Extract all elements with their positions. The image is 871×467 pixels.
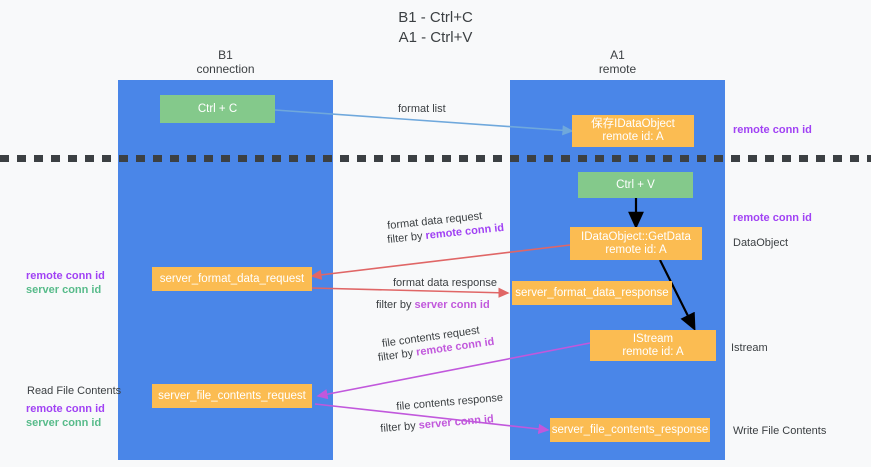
node-istream-line1: IStream [632,332,674,345]
node-server-format-data-response-label: server_format_data_response [515,286,669,299]
edge-label-format-data-response-filter-key: server conn id [414,299,490,311]
node-server-file-contents-response-label: server_file_contents_response [551,423,709,436]
node-idataobject-store-line2: remote id: A [602,131,664,143]
annotation-left-server-conn-id-1: server conn id [26,284,102,296]
edge-label-format-data-response: format data response [393,277,497,289]
annotation-right-top-remote-conn-id: remote conn id [733,124,812,136]
node-ctrl-v-label: Ctrl + V [616,178,655,191]
annotation-right-write-file-contents: Write File Contents [733,425,827,437]
diagram-title: B1 - Ctrl+C A1 - Ctrl+V [0,8,871,48]
node-idataobject-getdata-line2: remote id: A [605,243,667,256]
edge-label-format-data-request-filter-prefix: filter by [386,230,427,247]
edge-label-file-contents-request-filter-prefix: filter by [377,346,418,365]
column-header-b1: B1 connection [118,48,333,76]
title-line-2: A1 - Ctrl+V [398,29,473,46]
annotation-left-remote-conn-id-1: remote conn id [26,270,105,282]
annotation-left-read-file-contents: Read File Contents [27,385,122,397]
phase-separator-dashed-line [0,155,871,162]
node-server-format-data-response[interactable]: server_format_data_response [512,281,672,305]
column-header-a1-role: remote [598,62,637,76]
node-idataobject-store[interactable]: 保存IDataObject remote id: A [572,115,694,147]
edge-label-format-data-response-filter: filter by server conn id [376,298,490,312]
annotation-right-istream: Istream [731,342,768,354]
node-server-file-contents-response[interactable]: server_file_contents_response [550,418,710,442]
node-idataobject-getdata[interactable]: IDataObject::GetData remote id: A [570,227,702,260]
edge-label-file-contents-response-filter: filter by server conn id [380,412,495,436]
column-header-a1-name: A1 [610,48,625,62]
node-server-format-data-request-label: server_format_data_request [159,272,305,285]
edge-label-file-contents-response: file contents response [395,391,504,414]
edge-label-file-contents-response-filter-prefix: filter by [379,419,420,436]
column-header-b1-name: B1 [218,48,233,62]
node-istream-line2: remote id: A [622,345,684,358]
edge-label-format-data-response-filter-prefix: filter by [376,299,415,311]
annotation-left-remote-conn-id-2: remote conn id [26,403,105,415]
node-idataobject-getdata-line1: IDataObject::GetData [581,230,691,243]
title-line-1: B1 - Ctrl+C [398,9,473,26]
edge-label-format-list: format list [398,103,446,115]
node-ctrl-c-label: Ctrl + C [197,102,238,115]
node-server-file-contents-request-label: server_file_contents_request [158,389,306,402]
annotation-right-dataobject: DataObject [733,237,789,249]
node-server-file-contents-request[interactable]: server_file_contents_request [152,384,312,408]
annotation-left-server-conn-id-2: server conn id [26,417,102,429]
annotation-right-mid-remote-conn-id: remote conn id [733,212,812,224]
node-idataobject-store-line1: 保存IDataObject [591,118,675,130]
edge-label-file-contents-response-filter-key: server conn id [418,413,495,432]
node-istream[interactable]: IStream remote id: A [590,330,716,361]
node-ctrl-v[interactable]: Ctrl + V [578,172,693,198]
node-ctrl-c[interactable]: Ctrl + C [160,95,275,123]
node-server-format-data-request[interactable]: server_format_data_request [152,267,312,291]
column-header-b1-role: connection [196,62,255,76]
column-header-a1: A1 remote [510,48,725,76]
